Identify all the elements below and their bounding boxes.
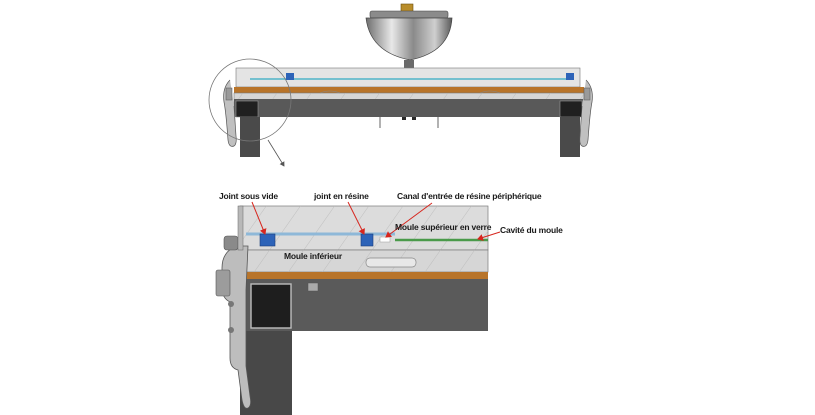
overview-assembly	[208, 3, 593, 167]
overview-seal-left	[286, 73, 294, 80]
label-mould-cavity: Cavité du moule	[500, 225, 563, 235]
overview-frame-beam	[234, 99, 584, 117]
leader-resin-channel	[385, 202, 433, 238]
leader-resin-seal	[347, 201, 365, 235]
detail-vacuum-seal	[259, 233, 276, 247]
annotation-labels: Joint sous vide joint en résine Canal d'…	[219, 191, 563, 261]
detail-lower-slot	[365, 257, 417, 268]
label-resin-channel: Canal d'entrée de résine périphérique	[397, 191, 542, 201]
overview-clamp-left	[223, 79, 237, 147]
detail-frame-tube	[250, 283, 292, 329]
leader-vacuum-seal	[251, 201, 267, 235]
detail-resin-seal	[360, 233, 374, 247]
overview-clamp-right	[579, 79, 593, 147]
detail-assembly	[215, 205, 489, 415]
detail-copper-layer	[240, 272, 488, 279]
overview-copper-layer	[234, 87, 584, 93]
label-lower-mould: Moule inférieur	[284, 251, 343, 261]
overview-leg-right	[560, 117, 580, 157]
detail-callout-circle	[208, 58, 292, 142]
detail-clamp	[215, 235, 252, 409]
overview-leg-left	[240, 117, 260, 157]
detail-callout-arrow	[267, 139, 285, 167]
leader-mould-cavity	[477, 231, 501, 241]
label-resin-seal: joint en résine	[313, 191, 369, 201]
label-upper-mould: Moule supérieur en verre	[395, 222, 492, 232]
label-vacuum-seal: Joint sous vide	[219, 191, 278, 201]
overview-seal-right	[566, 73, 574, 80]
detail-resin-channel	[379, 236, 391, 243]
